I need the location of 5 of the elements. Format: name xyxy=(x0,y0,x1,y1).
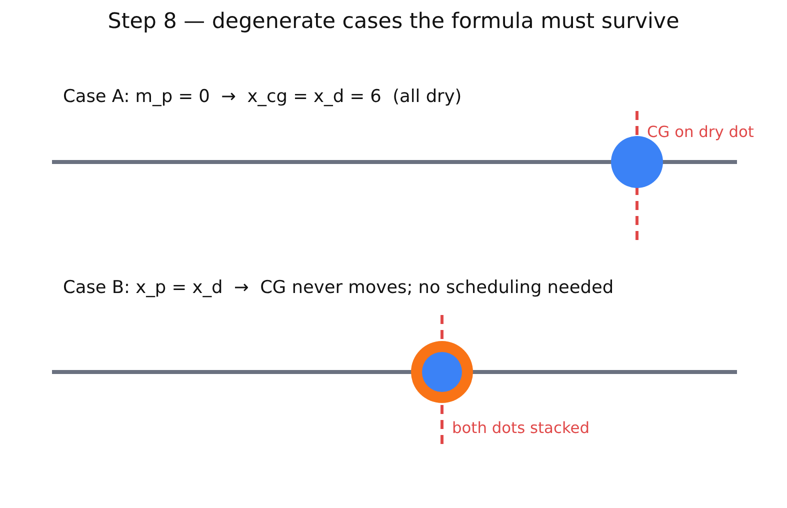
diagram-title: Step 8 — degenerate cases the formula must survive xyxy=(106,9,680,35)
case-heading: Case B: x_p = x_d → CG never moves; no scheduling needed xyxy=(63,277,614,300)
case-heading: Case A: m_p = 0 → x_cg = x_d = 6 (all dry) xyxy=(63,86,462,109)
annotation-text: CG on dry dot xyxy=(647,123,754,141)
annotation-text: both dots stacked xyxy=(452,419,590,437)
